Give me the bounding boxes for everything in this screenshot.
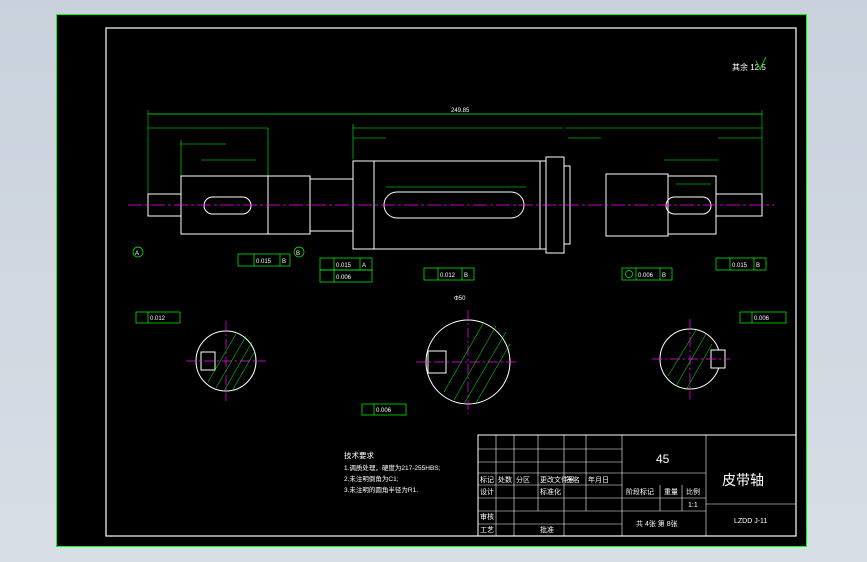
- svg-text:B: B: [662, 273, 666, 279]
- svg-text:标记: 标记: [480, 475, 494, 484]
- svg-text:审核: 审核: [480, 512, 494, 521]
- svg-text:0.006: 0.006: [638, 273, 654, 279]
- svg-text:B: B: [282, 259, 286, 265]
- svg-text:阶段标记: 阶段标记: [626, 487, 654, 496]
- roughness-symbol: [755, 56, 767, 70]
- sheet-info-text: 共 4张 第 8张: [636, 519, 678, 528]
- fcf-right-runout: 0.015 B: [715, 257, 767, 271]
- svg-text:设计: 设计: [480, 487, 494, 496]
- svg-text:B: B: [756, 263, 760, 269]
- svg-text:B: B: [464, 273, 468, 279]
- title-block: 45 皮带轴 LZDD J-11 1:1 共 4张 第 8张 标记 处数 分区 …: [477, 434, 797, 537]
- surface-finish-note: 其余 12.5: [732, 56, 767, 72]
- material-text: 45: [656, 452, 670, 466]
- svg-text:0.015: 0.015: [336, 263, 352, 269]
- section-right: 0.006: [652, 311, 787, 399]
- svg-text:A: A: [362, 263, 366, 269]
- svg-text:比例: 比例: [686, 487, 700, 496]
- section-left: 0.012: [135, 311, 266, 401]
- drawing-number-text: LZDD J-11: [734, 518, 767, 525]
- fcf-right-coax: 0.006 B: [621, 267, 673, 281]
- svg-text:0.012: 0.012: [440, 273, 456, 279]
- tech-req-item: 3.未注明的圆角半径为R1.: [344, 485, 418, 494]
- section-diameter-text: Φ50: [454, 296, 466, 302]
- dimension-lines: [148, 124, 762, 188]
- svg-text:0.012: 0.012: [150, 316, 166, 322]
- overall-length-dimension: 249.85: [147, 108, 763, 204]
- tech-req-item: 1.调质处理，硬度为217-255HBS;: [344, 463, 441, 472]
- svg-text:0.006: 0.006: [336, 275, 352, 281]
- svg-text:0.006: 0.006: [754, 316, 770, 322]
- svg-text:重量: 重量: [664, 488, 678, 496]
- svg-text:0.006: 0.006: [376, 408, 392, 414]
- svg-text:签名: 签名: [566, 475, 580, 484]
- tech-req-heading: 技术要求: [344, 450, 374, 460]
- svg-text:0.015: 0.015: [732, 263, 748, 269]
- technical-requirements: 技术要求 1.调质处理，硬度为217-255HBS; 2.未注明倒角为C1; 3…: [344, 450, 441, 494]
- fcf-center-runout: 0.012 B: [423, 267, 475, 281]
- fcf-center-parallel: 0.015 A 0.006: [319, 257, 373, 283]
- svg-text:0.015: 0.015: [256, 259, 272, 265]
- overall-length-text: 249.85: [451, 108, 470, 114]
- datum-markers: A B: [132, 246, 305, 258]
- surface-finish-text: 其余 12.5: [732, 62, 766, 72]
- svg-text:批准: 批准: [540, 525, 554, 534]
- fcf-left-runout: 0.015 B: [237, 253, 291, 267]
- svg-text:工艺: 工艺: [480, 526, 494, 534]
- svg-text:分区: 分区: [516, 475, 530, 484]
- cad-drawing: 其余 12.5 249.85: [56, 14, 807, 547]
- svg-text:B: B: [296, 251, 300, 257]
- svg-text:A: A: [135, 251, 139, 257]
- part-name-text: 皮带轴: [722, 472, 764, 488]
- section-center: Φ50 0.006: [361, 296, 518, 416]
- tech-req-item: 2.未注明倒角为C1;: [344, 474, 399, 483]
- svg-text:更改文件号: 更改文件号: [540, 475, 575, 484]
- svg-text:年月日: 年月日: [588, 475, 609, 484]
- svg-text:标准化: 标准化: [540, 487, 561, 496]
- drawing-sheet: 其余 12.5 249.85: [56, 14, 807, 547]
- inner-frame: [105, 27, 797, 537]
- scale-value-text: 1:1: [688, 502, 698, 509]
- svg-text:处数: 处数: [498, 475, 512, 484]
- outer-border: [56, 14, 807, 547]
